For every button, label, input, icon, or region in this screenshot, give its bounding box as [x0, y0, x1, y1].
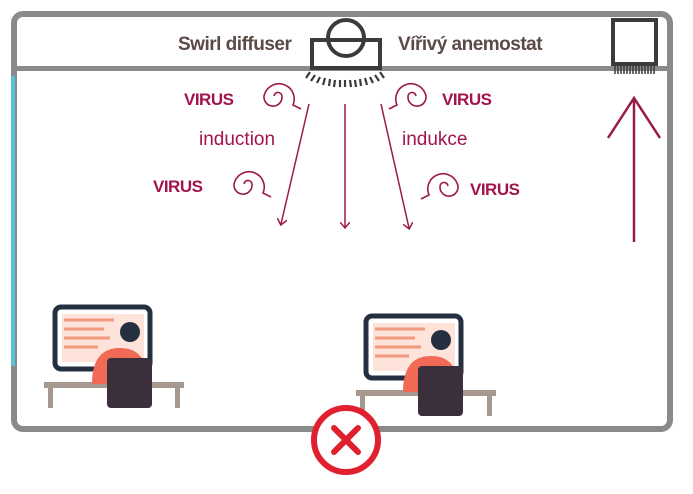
swirl-diffuser-icon [305, 18, 385, 88]
label-swirl-diffuser-cz: Vířivý anemostat [398, 34, 543, 55]
airflow-arrow-right [380, 103, 409, 228]
swirl-icon [420, 173, 459, 200]
exhaust-arrow [606, 95, 662, 242]
swirl-icon [388, 83, 427, 110]
person-at-computer-icon [356, 313, 496, 416]
label-virus-2: VIRUS [442, 90, 492, 109]
person-at-computer-icon [44, 304, 184, 408]
swirl-icon [263, 83, 302, 110]
x-circle-icon [311, 405, 381, 475]
label-induction-cz: indukce [402, 129, 468, 150]
label-swirl-diffuser: Swirl diffuser [178, 34, 292, 55]
label-virus-4: VIRUS [470, 180, 520, 199]
ceiling-vent-icon [611, 18, 658, 74]
airflow-arrow-left [281, 103, 310, 224]
label-virus-1: VIRUS [184, 90, 234, 109]
label-induction: induction [199, 129, 276, 150]
swirl-icon [233, 171, 272, 198]
label-virus-3: VIRUS [153, 177, 203, 196]
wall-accent [11, 76, 15, 366]
